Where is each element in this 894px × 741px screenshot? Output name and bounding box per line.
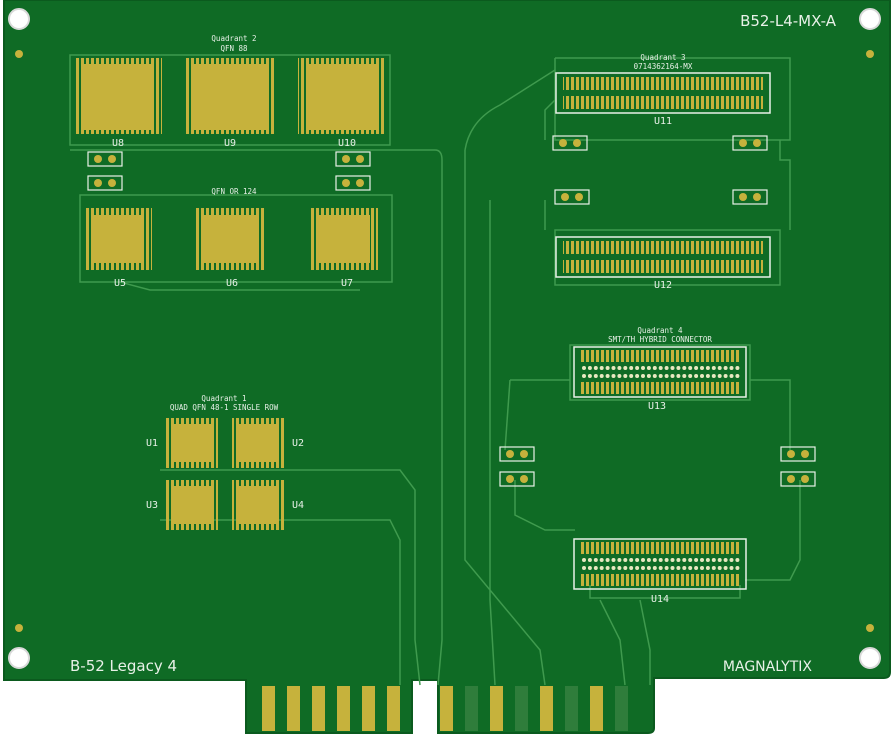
chip-u1 bbox=[166, 418, 218, 468]
quadrant2-title: Quadrant 2 bbox=[211, 34, 256, 43]
chip-u2 bbox=[232, 418, 284, 468]
traces bbox=[69, 54, 801, 686]
chip-label-u9: U9 bbox=[224, 138, 236, 149]
chip-label-u2: U2 bbox=[292, 438, 304, 449]
test-pads-q2 bbox=[87, 151, 371, 191]
mounting-holes bbox=[8, 8, 881, 669]
connector-label-u12: U12 bbox=[654, 280, 672, 291]
connector-u14 bbox=[573, 538, 747, 590]
test-pads-q3 bbox=[552, 135, 768, 205]
quadrant4-title: Quadrant 4 bbox=[637, 326, 683, 335]
chip-u5 bbox=[84, 208, 152, 270]
connector-u12 bbox=[555, 236, 771, 278]
connector-label-u11: U11 bbox=[654, 116, 672, 127]
chip-u6 bbox=[196, 208, 264, 270]
quadrant1-subtitle: QUAD QFN 48-1 SINGLE ROW bbox=[170, 403, 279, 412]
board-part-number: B52-L4-MX-A bbox=[740, 12, 837, 30]
chip-label-u6: U6 bbox=[226, 278, 238, 289]
chip-label-u7: U7 bbox=[341, 278, 353, 289]
chip-u7 bbox=[310, 208, 378, 270]
test-pads-q4 bbox=[499, 446, 816, 487]
quadrant1-title: Quadrant 1 bbox=[201, 394, 246, 403]
chip-label-u1: U1 bbox=[146, 438, 158, 449]
chip-label-u3: U3 bbox=[146, 500, 158, 511]
chip-label-u10: U10 bbox=[338, 138, 356, 149]
chip-u8 bbox=[74, 58, 162, 134]
quadrant3-subtitle: 0714362164-MX bbox=[634, 62, 693, 71]
chip-label-u5: U5 bbox=[114, 278, 126, 289]
connector-label-u14: U14 bbox=[651, 594, 669, 605]
connector-label-u13: U13 bbox=[648, 401, 666, 412]
chip-u10 bbox=[298, 58, 386, 134]
fiducials bbox=[15, 50, 874, 632]
chip-label-u4: U4 bbox=[292, 500, 304, 511]
board-name: B-52 Legacy 4 bbox=[70, 657, 177, 675]
chip-u3 bbox=[166, 480, 218, 530]
connector-u11 bbox=[555, 72, 771, 114]
edge-connector-fingers bbox=[262, 686, 628, 731]
chip-u9 bbox=[186, 58, 274, 134]
connector-u13 bbox=[573, 346, 747, 398]
board-brand: MAGNALYTIX bbox=[723, 659, 812, 675]
quadrant2-group2-label: QFN OR 124 bbox=[211, 187, 257, 196]
chip-label-u8: U8 bbox=[112, 138, 124, 149]
quadrant4-subtitle: SMT/TH HYBRID CONNECTOR bbox=[608, 335, 712, 344]
quadrant2-subtitle: QFN 88 bbox=[220, 44, 248, 53]
chip-u4 bbox=[232, 480, 284, 530]
quadrant3-title: Quadrant 3 bbox=[640, 53, 685, 62]
